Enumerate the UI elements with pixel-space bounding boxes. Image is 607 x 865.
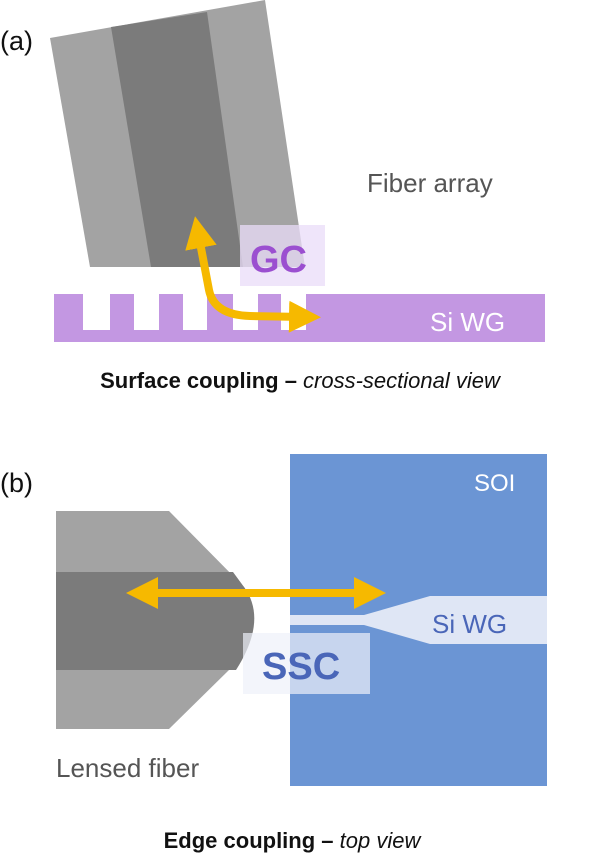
caption-a-italic: cross-sectional view	[303, 368, 502, 393]
caption-b-italic: top view	[340, 828, 423, 853]
caption-a-bold: Surface coupling –	[100, 368, 303, 393]
caption-b-bold: Edge coupling –	[164, 828, 340, 853]
grating-gap	[134, 294, 159, 330]
ssc-label: SSC	[262, 646, 340, 688]
soi-label: SOI	[474, 470, 515, 497]
gc-label: GC	[250, 239, 307, 281]
panel-a-label: (a)	[0, 26, 33, 56]
caption-a: Surface coupling – cross-sectional view	[100, 368, 502, 393]
si-waveguide-taper	[290, 596, 547, 644]
ssc-box	[243, 633, 370, 694]
grating-gap	[183, 294, 207, 330]
si-wg-label-a: Si WG	[430, 307, 505, 337]
lensed-fiber-label: Lensed fiber	[56, 753, 199, 783]
fiber-array-core	[111, 12, 243, 267]
lensed-fiber-core	[56, 572, 255, 670]
caption-b: Edge coupling – top view	[164, 828, 423, 853]
grating-gap	[281, 294, 306, 330]
si-wg-label-b: Si WG	[432, 609, 507, 639]
fiber-array-label: Fiber array	[367, 168, 493, 198]
grating-gap	[83, 294, 110, 330]
panel-b-label: (b)	[0, 468, 33, 498]
coupling-arrow-a	[185, 216, 321, 333]
